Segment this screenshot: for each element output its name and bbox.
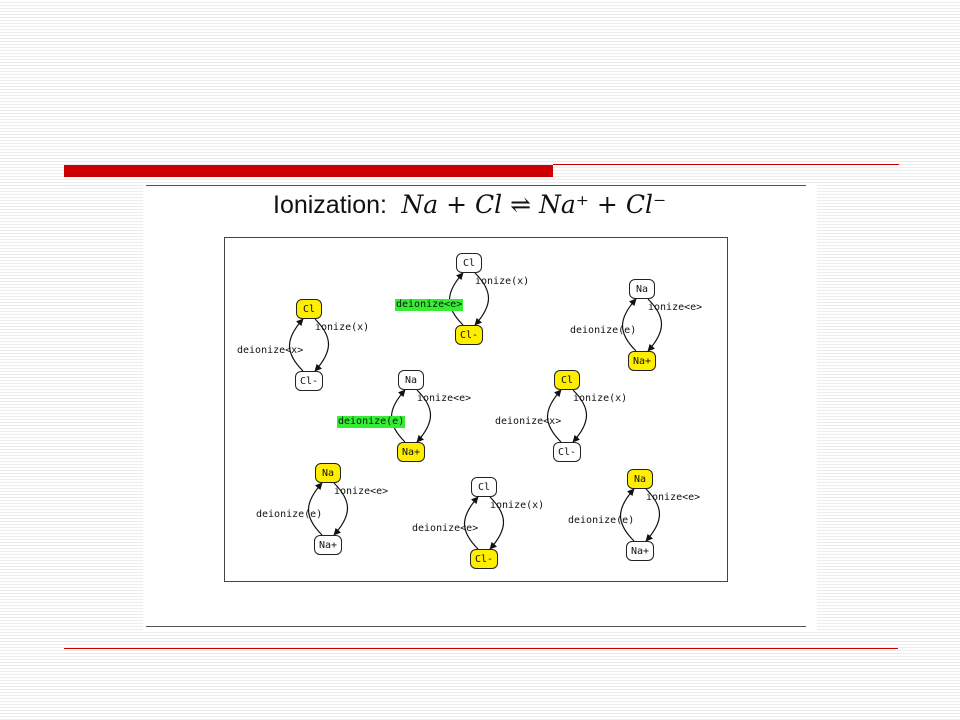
title-word: Ionization: — [273, 191, 387, 219]
title-accent-line — [553, 164, 899, 165]
transition-label: ionize(x) — [475, 276, 530, 287]
state-node: Na — [315, 463, 341, 483]
state-node: Cl — [296, 299, 322, 319]
state-node: Na+ — [626, 541, 655, 561]
state-node: Na+ — [397, 442, 426, 462]
transition-label: ionize<e> — [648, 302, 703, 313]
state-node: Cl — [456, 253, 482, 273]
transition-label: ionize(x) — [490, 500, 545, 511]
transition-label: deionize(e) — [337, 416, 406, 428]
state-node: Cl- — [553, 442, 582, 462]
state-node: Na — [398, 370, 424, 390]
footer-rule — [64, 648, 898, 649]
transition-label: deionize<x> — [495, 416, 562, 427]
transition-label: ionize<e> — [417, 393, 472, 404]
transition-label: ionize<e> — [334, 486, 389, 497]
transition-label: deionize(e) — [570, 325, 637, 336]
transition-label: ionize(x) — [315, 322, 370, 333]
transition-label: deionize(e) — [568, 515, 635, 526]
ionize-arrow — [489, 496, 504, 550]
ionize-arrow — [647, 298, 662, 352]
state-node: Cl — [471, 477, 497, 497]
deionize-arrow — [547, 389, 562, 443]
transition-label: deionize<e> — [412, 523, 479, 534]
deionize-arrow — [289, 318, 304, 372]
figure-title: Ionization: Na + Cl ⇌ Na⁺ + Cl⁻ — [273, 190, 666, 226]
state-node: Na — [629, 279, 655, 299]
deionize-arrow — [622, 298, 637, 352]
deionize-arrow — [620, 488, 635, 542]
ionize-arrow — [474, 272, 489, 326]
state-node: Na+ — [314, 535, 343, 555]
figure-top-rule — [146, 185, 806, 186]
state-node: Cl- — [455, 325, 484, 345]
transition-label: deionize<x> — [237, 345, 304, 356]
ionize-arrow — [645, 488, 660, 542]
title-equation: Na + Cl ⇌ Na⁺ + Cl⁻ — [401, 190, 667, 219]
state-node: Na+ — [628, 351, 657, 371]
deionize-arrow — [308, 482, 323, 536]
state-node: Cl- — [295, 371, 324, 391]
figure-bottom-rule — [146, 626, 806, 627]
transition-label: ionize<e> — [646, 492, 701, 503]
state-node: Cl — [554, 370, 580, 390]
transition-label: ionize(x) — [573, 393, 628, 404]
transition-label: deionize<e> — [395, 299, 464, 311]
deionize-arrow — [464, 496, 479, 550]
transition-label: deionize(e) — [256, 509, 323, 520]
ionize-arrow — [314, 318, 329, 372]
transition-arrows — [289, 272, 662, 550]
ionize-arrow — [572, 389, 587, 443]
ionize-arrow — [416, 389, 431, 443]
title-accent-bar — [64, 165, 553, 177]
state-node: Na — [627, 469, 653, 489]
state-node: Cl- — [470, 549, 499, 569]
ionize-arrow — [333, 482, 348, 536]
